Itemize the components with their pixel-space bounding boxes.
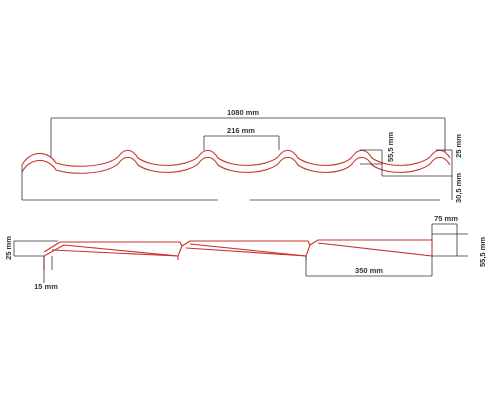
left-height-dimension: 25 mm	[4, 236, 58, 260]
overall-width-label: 1080 mm	[227, 108, 259, 117]
crest-height-dimension: 25 mm	[436, 134, 463, 176]
right-height-label: 55,5 mm	[478, 237, 487, 267]
side-view: 25 mm 15 mm 350 mm 75 mm 55,5 mm	[4, 214, 487, 291]
step-profile-upper	[43, 239, 432, 253]
step-length-label: 350 mm	[355, 266, 383, 275]
right-height-dimension: 55,5 mm	[432, 233, 487, 267]
left-height-label: 25 mm	[4, 236, 13, 260]
left-drip-dimension: 15 mm	[34, 256, 58, 291]
crest-height-label: 25 mm	[454, 134, 463, 158]
right-top-label: 75 mm	[434, 214, 458, 223]
wave-height-label: 55,5 mm	[386, 132, 395, 162]
wave-profile-lower	[21, 156, 451, 174]
overall-width-dimension: 1080 mm	[50, 108, 446, 158]
wave-pitch-label: 216 mm	[227, 126, 255, 135]
base-height-label: 30,5 mm	[454, 173, 463, 203]
wave-pitch-dimension: 216 mm	[203, 126, 280, 150]
right-top-dimension: 75 mm	[431, 214, 458, 240]
wave-height-dimension: 55,5 mm	[360, 132, 452, 177]
wave-profile-upper	[21, 149, 451, 167]
base-height-dimension: 30,5 mm	[451, 173, 463, 203]
base-line	[21, 165, 440, 201]
step-length-dimension: 350 mm	[305, 256, 433, 277]
left-drip-label: 15 mm	[34, 282, 58, 291]
top-view: 1080 mm 216 mm 55,5 mm	[21, 108, 463, 203]
